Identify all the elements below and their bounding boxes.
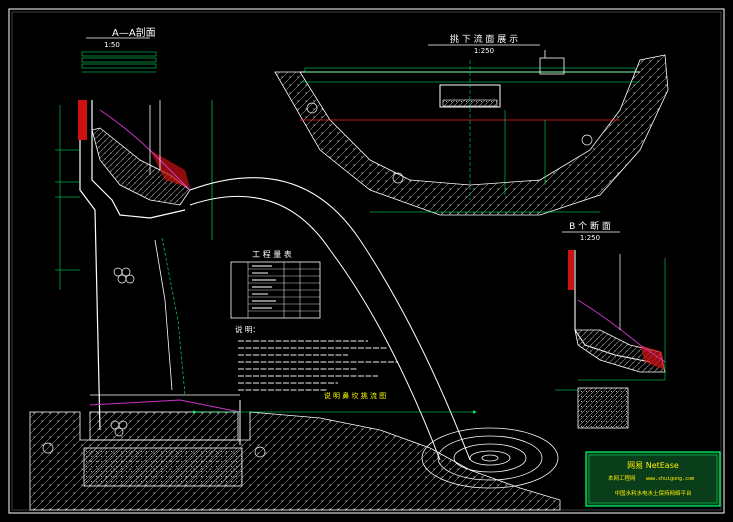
section-bb-title: B 个 断 面 — [569, 220, 611, 232]
notes-footer: 说 明 鼻 坎 挑 流 图 — [324, 391, 386, 400]
flip-bucket-outline — [91, 100, 186, 219]
notes-title: 说 明： — [235, 324, 260, 334]
jet-trajectory-upper — [189, 177, 471, 461]
section-mark — [581, 134, 593, 146]
wall-outline — [79, 100, 101, 431]
section-aa-title: A—A剖面 — [112, 26, 156, 39]
drawing-border — [8, 8, 725, 514]
badge-frame — [585, 451, 721, 507]
section-aa-scale: 1:50 — [104, 41, 120, 49]
watermark-badge: 网易 NetEase 本网工程网 www.shuigong.com 中国水利水电… — [585, 451, 721, 507]
downstream-elevation-title: 挑 下 流 面 展 示 — [450, 33, 518, 45]
riverbed-ground — [29, 411, 561, 511]
badge-line-2-right: www.shuigong.com — [646, 476, 694, 482]
apron-block — [89, 411, 239, 441]
badge-inner-frame — [588, 454, 718, 504]
chute-concrete — [91, 127, 191, 206]
section-mark — [392, 172, 404, 184]
flip-bucket-fill — [640, 345, 665, 370]
boulder-cluster-icon — [113, 267, 135, 284]
gate-house — [539, 57, 565, 75]
scour-pit-contours — [421, 427, 559, 489]
design-notes: 说 明： 说 明 鼻 坎 挑 流 图 — [235, 324, 398, 400]
downstream-elevation-scale: 1:250 — [474, 47, 494, 55]
jet-trajectory-lower — [189, 195, 441, 461]
water-surface-line — [577, 299, 666, 363]
concrete-section-fill — [78, 100, 87, 140]
dimension-strip — [81, 51, 157, 57]
table-rows — [248, 265, 320, 312]
notes-lines — [238, 340, 398, 391]
dimension-strip — [81, 63, 157, 69]
water-surface-line — [89, 399, 241, 413]
concrete-section-fill — [568, 250, 574, 290]
anchor-line — [154, 239, 173, 391]
quantity-table-title: 工 程 量 表 — [252, 249, 292, 259]
dimension-strip — [81, 57, 157, 63]
quantity-table: 工 程 量 表 — [230, 249, 321, 319]
valley-rock-section — [274, 54, 669, 216]
section-bb-scale: 1:250 — [580, 234, 600, 242]
section-bb-view: B 个 断 面 1:250 — [555, 220, 666, 429]
badge-line-2-left: 本网工程网 — [608, 474, 636, 482]
downstream-elevation-view: 挑 下 流 面 展 示 1:250 — [274, 33, 669, 216]
anchor-line — [161, 237, 186, 396]
section-mark — [306, 102, 318, 114]
section-bb-foundation — [577, 387, 629, 429]
badge-line-1: 网易 NetEase — [627, 461, 679, 470]
badge-line-3: 中国水利水电水土保持网络平台 — [614, 489, 692, 497]
